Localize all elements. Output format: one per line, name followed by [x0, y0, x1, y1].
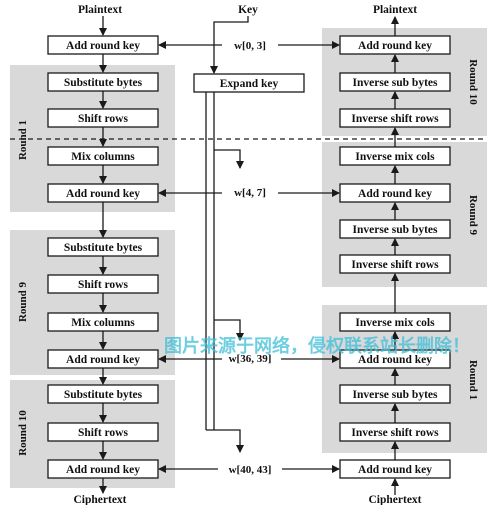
- enc-r9-substitute-bytes: Substitute bytes: [47, 237, 159, 257]
- svg-text:Inverse shift rows: Inverse shift rows: [351, 259, 439, 271]
- svg-text:Inverse sub bytes: Inverse sub bytes: [353, 77, 439, 89]
- dec-round1-label: Round 1: [467, 360, 479, 400]
- svg-text:Add round key: Add round key: [66, 464, 140, 476]
- svg-text:Add round key: Add round key: [358, 188, 432, 200]
- enc-r1-substitute-bytes: Substitute bytes: [47, 72, 159, 92]
- plaintext-left-label: Plaintext: [78, 4, 122, 16]
- svg-text:Shift rows: Shift rows: [78, 427, 128, 439]
- watermark-text: 图片来源于网络，侵权联系站长删除！: [164, 335, 470, 357]
- dec-r1-inverse-shift-rows: Inverse shift rows: [339, 422, 451, 442]
- svg-text:Mix columns: Mix columns: [71, 151, 135, 163]
- svg-text:Add round key: Add round key: [66, 354, 140, 366]
- dec-r10-inverse-sub-bytes: Inverse sub bytes: [339, 72, 451, 92]
- enc-round1-label: Round 1: [17, 120, 29, 160]
- dec-r9-add-round-key: Add round key: [339, 183, 451, 203]
- enc-r9-mix-columns: Mix columns: [47, 312, 159, 332]
- key-word-4-7: w[4, 7]: [234, 187, 266, 199]
- dec-r1-add-round-key: Add round key: [339, 349, 451, 369]
- dec-round9-label: Round 9: [467, 195, 479, 236]
- dec-round10-label: Round 10: [467, 59, 479, 105]
- svg-text:Shift rows: Shift rows: [78, 113, 128, 125]
- enc-r9-add-round-key: Add round key: [47, 349, 159, 369]
- key-schedule-lines: [205, 16, 249, 453]
- key-feed-arrows: [158, 41, 340, 473]
- key-word-36-39: w[36, 39]: [229, 353, 272, 365]
- svg-text:Inverse sub bytes: Inverse sub bytes: [353, 224, 439, 236]
- enc-r1-add-round-key: Add round key: [47, 183, 159, 203]
- dec-r9-inverse-mix-cols: Inverse mix cols: [339, 146, 451, 166]
- plaintext-right-label: Plaintext: [373, 4, 417, 16]
- enc-initial-add-round-key: Add round key: [47, 35, 159, 55]
- enc-r1-mix-columns: Mix columns: [47, 146, 159, 166]
- svg-text:Add round key: Add round key: [358, 40, 432, 52]
- ciphertext-left-label: Ciphertext: [73, 494, 126, 505]
- dec-r10-inverse-shift-rows: Inverse shift rows: [339, 108, 451, 128]
- svg-text:Mix columns: Mix columns: [71, 317, 135, 329]
- dec-r1-inverse-sub-bytes: Inverse sub bytes: [339, 384, 451, 404]
- key-word-0-3: w[0, 3]: [234, 40, 266, 52]
- svg-text:Inverse shift rows: Inverse shift rows: [351, 427, 439, 439]
- svg-text:Expand key: Expand key: [220, 78, 279, 90]
- enc-r10-add-round-key: Add round key: [47, 459, 159, 479]
- dec-r9-inverse-shift-rows: Inverse shift rows: [339, 254, 451, 274]
- svg-text:Add round key: Add round key: [66, 188, 140, 200]
- dec-final-add-round-key: Add round key: [339, 459, 451, 479]
- svg-text:Substitute bytes: Substitute bytes: [64, 242, 143, 254]
- enc-r1-shift-rows: Shift rows: [47, 108, 159, 128]
- svg-text:Add round key: Add round key: [358, 464, 432, 476]
- enc-r9-shift-rows: Shift rows: [47, 274, 159, 294]
- key-label: Key: [238, 4, 258, 16]
- svg-text:Inverse sub bytes: Inverse sub bytes: [353, 389, 439, 401]
- dec-r1-inverse-mix-cols: Inverse mix cols: [339, 312, 451, 332]
- ciphertext-right-label: Ciphertext: [368, 494, 421, 505]
- enc-round9-label: Round 9: [17, 281, 29, 322]
- dec-r10-add-round-key: Add round key: [339, 35, 451, 55]
- svg-text:Inverse shift rows: Inverse shift rows: [351, 113, 439, 125]
- svg-text:Substitute bytes: Substitute bytes: [64, 389, 143, 401]
- svg-text:Inverse mix cols: Inverse mix cols: [355, 317, 435, 329]
- enc-r10-shift-rows: Shift rows: [47, 422, 159, 442]
- svg-text:Inverse mix cols: Inverse mix cols: [355, 151, 435, 163]
- svg-text:Add round key: Add round key: [358, 354, 432, 366]
- svg-text:Shift rows: Shift rows: [78, 279, 128, 291]
- enc-round10-label: Round 10: [17, 410, 29, 456]
- dec-r9-inverse-sub-bytes: Inverse sub bytes: [339, 219, 451, 239]
- expand-key-box: Expand key: [193, 73, 305, 93]
- svg-text:Add round key: Add round key: [66, 40, 140, 52]
- enc-r10-substitute-bytes: Substitute bytes: [47, 384, 159, 404]
- svg-text:Substitute bytes: Substitute bytes: [64, 77, 143, 89]
- key-word-40-43: w[40, 43]: [229, 464, 272, 476]
